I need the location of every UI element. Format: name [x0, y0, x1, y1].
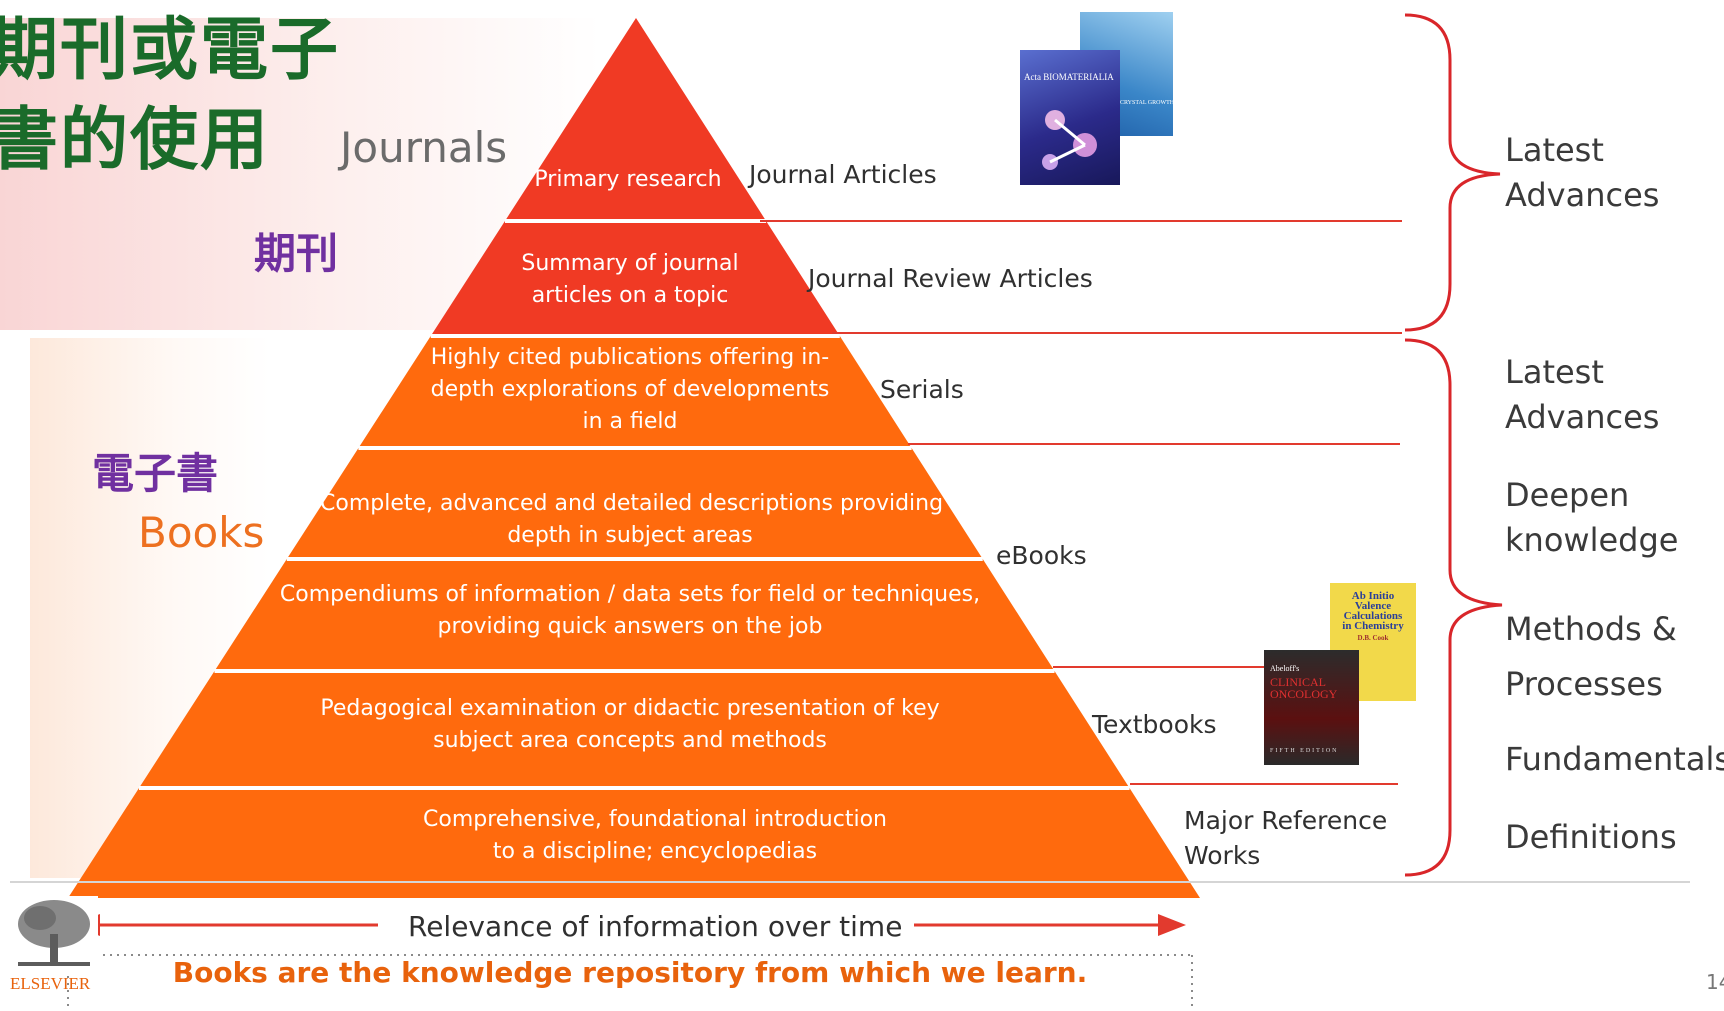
page-number: 14 — [1706, 970, 1724, 994]
tier-7-text: Comprehensive, foundational introduction… — [423, 807, 887, 864]
journals-cjk-label: 期刊 — [254, 229, 339, 278]
right-fundamentals: Fundamentals — [1505, 740, 1724, 778]
pyramid-tier-2 — [430, 221, 840, 336]
title-line-1: 期刊或電子 — [0, 11, 341, 90]
acta-biomaterialia-cover: Acta BIOMATERIALIA — [1020, 50, 1120, 185]
books-cjk-label: 電子書 — [92, 449, 219, 498]
type-textbooks: Textbooks — [1092, 710, 1217, 739]
type-major-reference-works: Major Reference Works — [1184, 806, 1388, 870]
type-journal-review-articles: Journal Review Articles — [808, 264, 1093, 293]
tier-5-text: Compendiums of information / data sets f… — [279, 582, 981, 639]
abeloff-oncology-cover: Abeloff's CLINICAL ONCOLOGY FIFTH EDITIO… — [1264, 650, 1359, 765]
bottom-note: Books are the knowledge repository from … — [172, 956, 1088, 989]
brace-bottom — [1404, 338, 1503, 877]
pyramid-tier-5 — [214, 559, 1055, 671]
arrowhead-right — [1158, 914, 1186, 936]
right-definitions: Definitions — [1505, 818, 1677, 856]
title-line-2: 書的使用 — [0, 101, 271, 180]
brace-top — [1404, 13, 1501, 332]
pyramid-tier-6 — [139, 671, 1130, 788]
type-journal-articles: Journal Articles — [749, 160, 937, 189]
type-ebooks: eBooks — [996, 541, 1087, 570]
books-label: Books — [138, 508, 265, 557]
tier-6-text: Pedagogical examination or didactic pres… — [320, 696, 940, 753]
elsevier-logo: ELSEVIER — [10, 896, 98, 996]
type-serials: Serials — [880, 375, 964, 404]
pyramid-tier-4 — [286, 448, 983, 559]
relevance-label: Relevance of information over time — [396, 910, 915, 943]
right-methods-processes: Methods &Processes — [1505, 610, 1677, 703]
pyramid-tier-1 — [504, 18, 767, 221]
pyramid-tier-7 — [68, 788, 1200, 898]
tier-3-text: Highly cited publications offering in-de… — [430, 345, 830, 434]
elsevier-tree-icon — [10, 896, 98, 971]
tier-1-text: Primary research — [534, 167, 722, 192]
journals-label: Journals — [340, 123, 508, 172]
molecule-illustration — [1042, 110, 1097, 170]
pyramid-tier-3 — [358, 336, 912, 448]
tier-4-text: Complete, advanced and detailed descript… — [320, 491, 944, 548]
